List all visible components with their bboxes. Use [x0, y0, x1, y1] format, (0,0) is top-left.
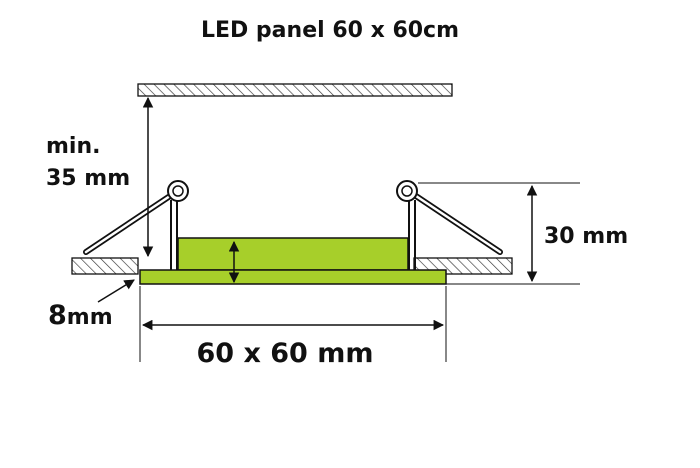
diagram-title: LED panel 60 x 60cm — [201, 18, 459, 43]
led-panel-body — [177, 237, 409, 271]
led-panel-flange — [139, 269, 447, 285]
thickness-pointer-arrow — [97, 279, 135, 303]
width-extension-lines — [139, 286, 447, 362]
depth-label: 30 mm — [544, 224, 628, 249]
frame-walls — [170, 200, 416, 270]
thickness-number: 8 — [48, 300, 67, 331]
thickness-unit: mm — [67, 305, 113, 330]
width-label: 60 x 60 mm — [196, 338, 373, 369]
ceiling-board-left — [71, 257, 139, 275]
min-gap-label-line2: 35 mm — [46, 166, 130, 191]
min-gap-label-line1: min. — [46, 134, 100, 159]
spring-clip-left — [83, 180, 189, 255]
upper-ceiling-slab — [137, 83, 453, 97]
spring-clip-right — [396, 180, 503, 255]
thickness-label: 8mm — [48, 300, 113, 331]
depth-extension-lines — [418, 182, 580, 285]
